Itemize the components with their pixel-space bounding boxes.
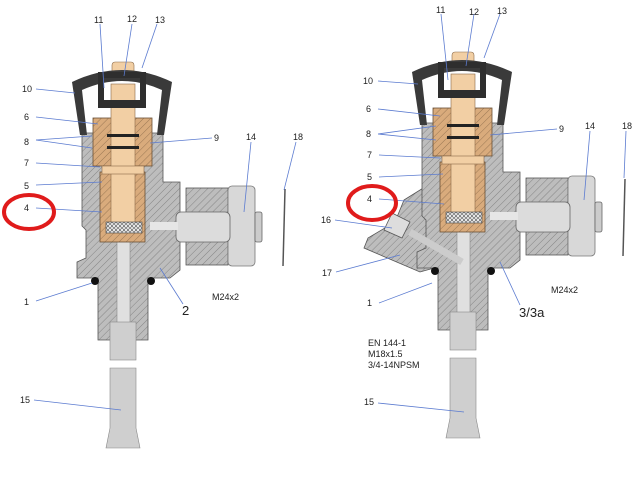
label-7: 7 <box>24 158 29 168</box>
valve-right: 11 12 13 10 6 8 9 14 18 7 5 4 16 17 1 3/… <box>321 5 632 439</box>
label-9: 9 <box>214 133 219 143</box>
thread-spec: M24x2 <box>212 292 239 302</box>
body-number: 3/3a <box>519 305 545 320</box>
label-4: 4 <box>24 203 29 213</box>
highlight-circle <box>346 184 398 222</box>
label-9: 9 <box>559 124 564 134</box>
label-10: 10 <box>363 76 373 86</box>
label-7: 7 <box>367 150 372 160</box>
label-17: 17 <box>322 268 332 278</box>
label-14: 14 <box>246 132 256 142</box>
label-10: 10 <box>22 84 32 94</box>
label-18: 18 <box>293 132 303 142</box>
label-16: 16 <box>321 215 331 225</box>
label-11: 11 <box>94 15 103 25</box>
angled-plug <box>383 212 411 239</box>
label-8: 8 <box>24 137 29 147</box>
label-8: 8 <box>366 129 371 139</box>
label-1: 1 <box>24 297 29 307</box>
label-15: 15 <box>364 397 374 407</box>
label-18: 18 <box>622 121 632 131</box>
label-12: 12 <box>127 14 137 24</box>
label-6: 6 <box>366 104 371 114</box>
body-number: 2 <box>182 303 189 318</box>
spec-line-2: M18x1.5 <box>368 349 403 359</box>
spec-line-1: EN 144-1 <box>368 338 406 348</box>
label-14: 14 <box>585 121 595 131</box>
label-6: 6 <box>24 112 29 122</box>
label-1: 1 <box>367 298 372 308</box>
valve-left: 11 12 13 10 6 8 9 14 18 7 5 4 1 2 M24x2 … <box>2 14 303 449</box>
highlight-circle <box>2 193 56 231</box>
label-15: 15 <box>20 395 30 405</box>
label-12: 12 <box>469 7 479 17</box>
label-5: 5 <box>24 181 29 191</box>
label-5: 5 <box>367 172 372 182</box>
label-11: 11 <box>436 5 445 15</box>
spec-line-3: 3/4-14NPSM <box>368 360 420 370</box>
label-4: 4 <box>367 194 372 204</box>
label-13: 13 <box>497 6 507 16</box>
label-13: 13 <box>155 15 165 25</box>
thread-spec: M24x2 <box>551 285 578 295</box>
